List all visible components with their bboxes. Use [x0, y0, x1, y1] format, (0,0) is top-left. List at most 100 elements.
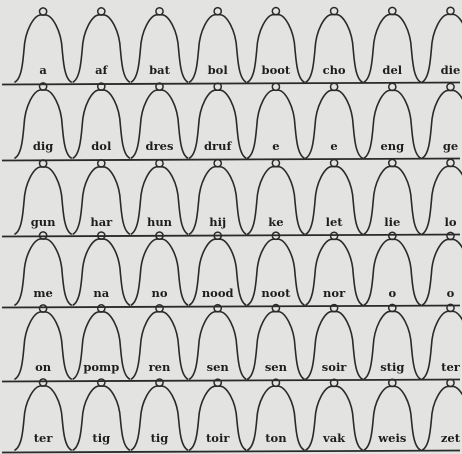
bell-word: o: [388, 286, 396, 300]
bell-row: tertigtigtoirtonvakweiszet: [2, 379, 462, 453]
bell-hook: [40, 305, 47, 312]
bell-word: die: [441, 63, 461, 77]
bell: bat: [131, 8, 187, 82]
bell-word: zet: [441, 431, 461, 445]
bell: ren: [131, 305, 187, 379]
bell-word: vak: [322, 431, 346, 445]
bell: hun: [131, 160, 187, 234]
bell-word: nood: [202, 286, 234, 300]
bell: gun: [15, 160, 71, 234]
bell-hook: [40, 8, 47, 15]
row-baseline: [2, 235, 460, 237]
bell: weis: [364, 379, 420, 450]
bell-hook: [331, 7, 338, 14]
bell-hook: [447, 232, 454, 239]
bell-word: no: [151, 286, 167, 300]
bell-word: soir: [322, 360, 348, 374]
row-baseline: [2, 306, 460, 308]
bell-word: toir: [206, 431, 230, 445]
bell: die: [422, 7, 462, 82]
bell-hook: [272, 83, 279, 90]
bell-hook: [389, 232, 396, 239]
bell-hook: [331, 159, 338, 166]
bell-hook: [447, 7, 454, 14]
bell-word: gun: [31, 215, 56, 229]
row-baseline: [2, 451, 460, 453]
bell: noot: [248, 232, 304, 305]
bell: hij: [190, 160, 246, 234]
bell-word: bat: [149, 63, 170, 77]
bell-hook: [156, 305, 163, 312]
bell-word: hij: [209, 215, 226, 229]
bell: let: [306, 159, 362, 234]
bell-row: digdoldresdrufeeengge: [2, 83, 462, 161]
bell: dres: [131, 83, 187, 158]
bell-word: dig: [33, 139, 53, 153]
bell-word: af: [95, 63, 108, 77]
bell: har: [73, 160, 129, 234]
bell: zet: [422, 379, 462, 450]
bell-word: lie: [384, 215, 400, 229]
bell-hook: [272, 8, 279, 15]
bell-word: a: [39, 63, 47, 77]
bell-row: gun har hun hij ke let lie lo: [2, 159, 462, 236]
bell-hook: [389, 159, 396, 166]
bell-hook: [40, 379, 47, 386]
bell: ge: [422, 83, 462, 158]
bell-word: ren: [149, 360, 171, 374]
bell-word: noot: [261, 286, 291, 300]
bell-word: tig: [92, 431, 110, 445]
bell: nood: [190, 232, 246, 305]
bell-hook: [331, 83, 338, 90]
bell: soir: [306, 304, 362, 379]
bell: on: [15, 305, 71, 379]
bell-word: ter: [441, 360, 461, 374]
bell: pomp: [73, 305, 129, 379]
bell: bol: [190, 8, 246, 82]
bell-word: tig: [151, 431, 169, 445]
bell: boot: [248, 8, 304, 82]
bell-word: ton: [265, 431, 287, 445]
bell-hook: [98, 379, 105, 386]
bell-word: sen: [265, 360, 288, 374]
bell: o: [364, 232, 420, 305]
bell-row: onpomprensensensoirstigter: [2, 304, 462, 381]
bell: vak: [306, 379, 362, 450]
bell: ke: [248, 160, 304, 234]
bell: tig: [73, 379, 129, 450]
bell: a: [15, 8, 71, 82]
bell-word: weis: [377, 431, 406, 445]
bell: sen: [248, 305, 304, 379]
bell: lo: [422, 159, 462, 234]
bell: sen: [190, 305, 246, 379]
bell-hook: [447, 83, 454, 90]
bell-word: let: [326, 215, 344, 229]
bell-hook: [389, 83, 396, 90]
bell: o: [422, 232, 462, 305]
bell-word: me: [33, 286, 53, 300]
bell-hook: [156, 8, 163, 15]
bell: e: [306, 83, 362, 158]
bell-word: lo: [444, 215, 456, 229]
bell-word: on: [35, 360, 52, 374]
bell-word: har: [90, 215, 113, 229]
bell-word: na: [93, 286, 109, 300]
bell-word: druf: [204, 139, 232, 153]
bell-word: ge: [443, 139, 458, 153]
bell: toir: [190, 379, 246, 450]
bell: dig: [15, 83, 71, 158]
bell: nor: [306, 232, 362, 305]
bell-hook: [98, 305, 105, 312]
bell: tig: [131, 379, 187, 450]
bell-hook: [389, 7, 396, 14]
bell-word: del: [382, 63, 402, 77]
bell-hook: [98, 8, 105, 15]
bell-word: cho: [323, 63, 346, 77]
bell-hook: [447, 159, 454, 166]
bell: dol: [73, 83, 129, 158]
bell: me: [15, 232, 71, 305]
bell-hook: [156, 160, 163, 167]
